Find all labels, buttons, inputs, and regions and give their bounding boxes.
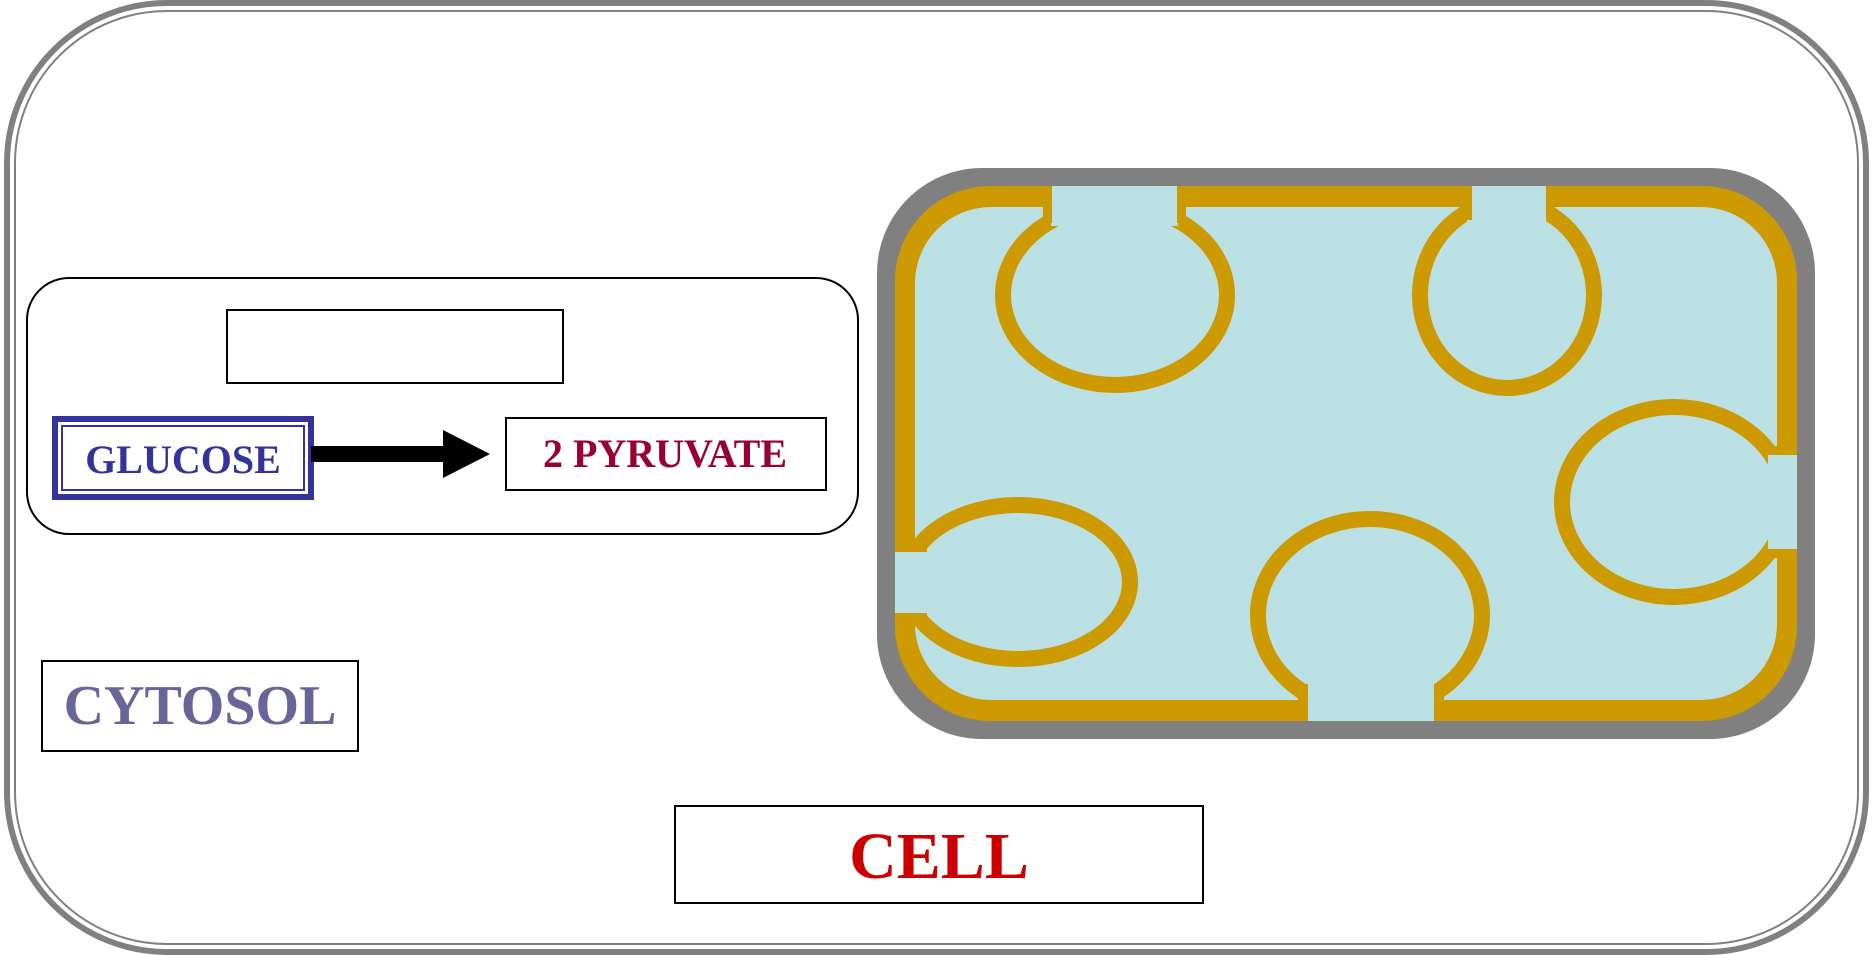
mitochondrion — [877, 168, 1815, 739]
process-name-blank-box — [227, 310, 563, 383]
glycolysis-panel: GLUCOSE 2 PYRUVATE — [27, 278, 858, 534]
cell-label: CELL — [849, 820, 1029, 893]
cell-label-box: CELL — [675, 806, 1203, 903]
cytosol-label: CYTOSOL — [64, 675, 337, 737]
pyruvate-label: 2 PYRUVATE — [543, 431, 787, 476]
glucose-label: GLUCOSE — [85, 437, 281, 482]
cytosol-label-box: CYTOSOL — [42, 661, 358, 751]
